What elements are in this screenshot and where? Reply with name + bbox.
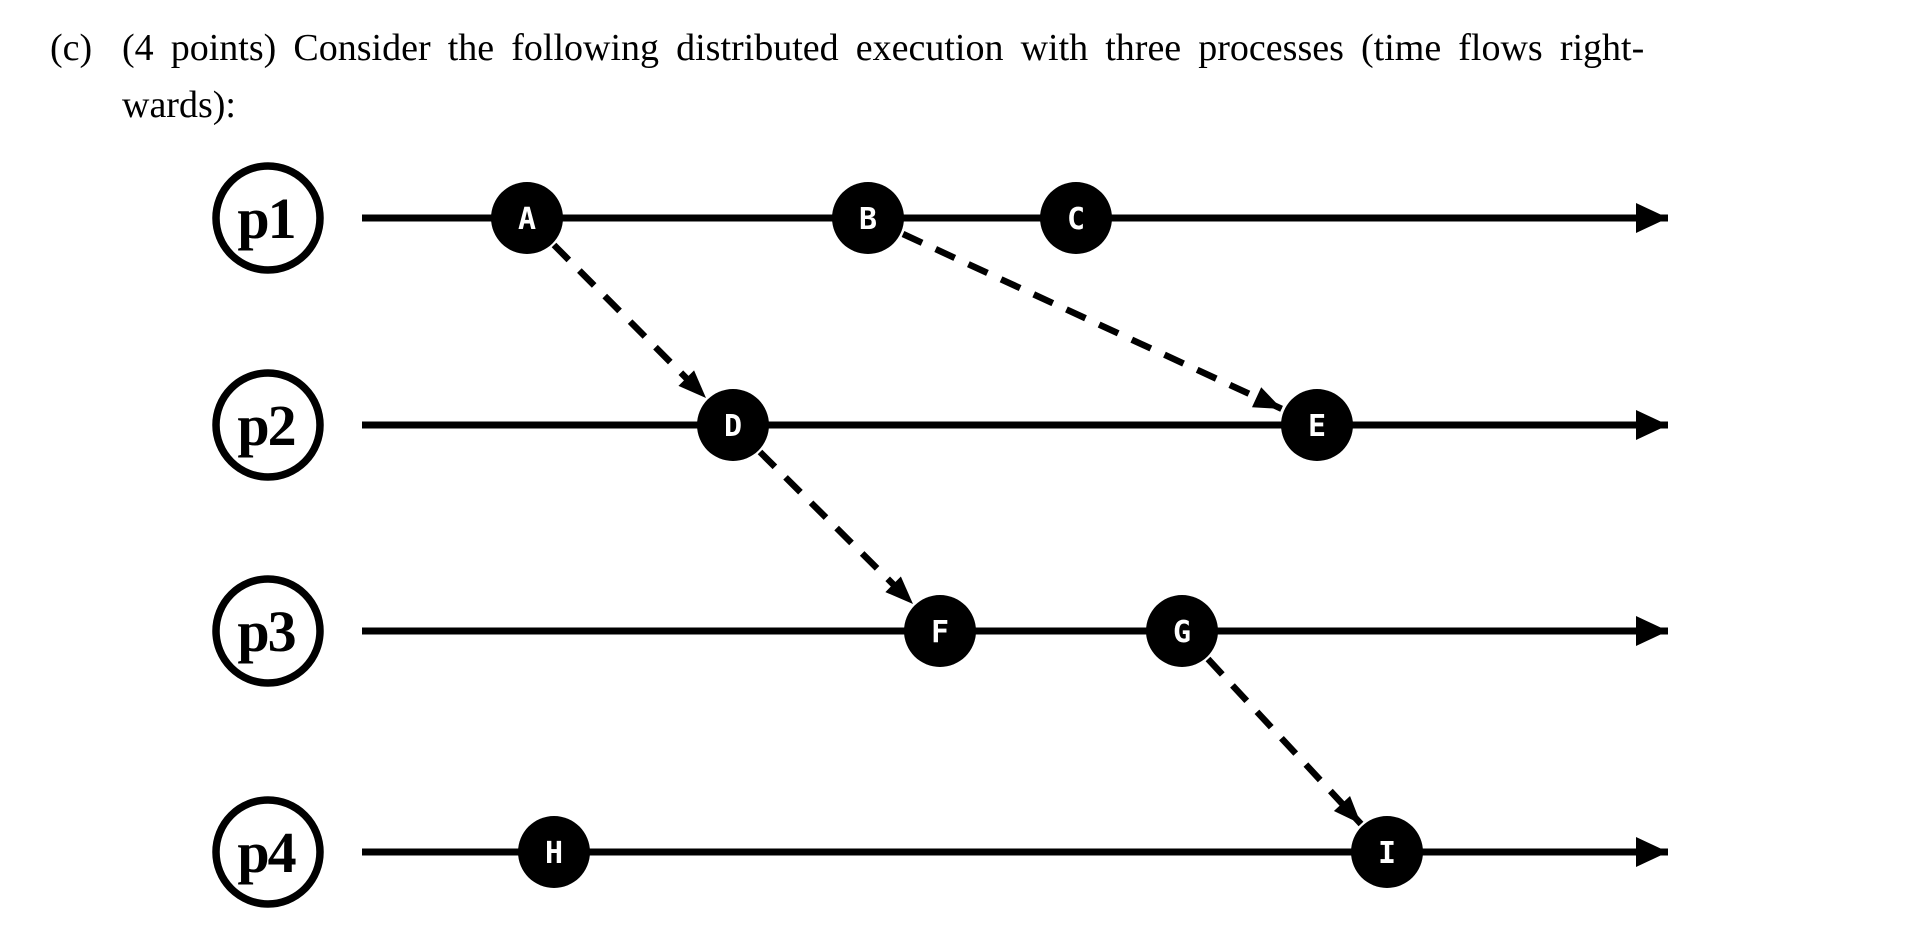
event-A: A xyxy=(491,182,563,254)
process-label-p2-circle xyxy=(212,369,324,481)
message-arrow-G-I xyxy=(1205,656,1364,827)
question-text: (c) (4 points) Consider the following di… xyxy=(50,20,1644,134)
question-line2: wards): xyxy=(122,84,236,126)
message-arrow-D-F xyxy=(757,449,916,607)
question-line1: (4 points) Consider the following distri… xyxy=(122,27,1645,69)
event-D-label: D xyxy=(724,409,742,444)
event-B: B xyxy=(832,182,904,254)
event-G: G xyxy=(1146,595,1218,667)
event-I-label: I xyxy=(1378,836,1396,871)
event-H: H xyxy=(518,816,590,888)
process-label-p2: p2 xyxy=(212,369,324,481)
process-label-p4-circle xyxy=(212,796,324,908)
process-label-p1-circle xyxy=(212,162,324,274)
process-label-p4: p4 xyxy=(212,796,324,908)
item-marker: (c) xyxy=(50,27,93,69)
process-label-p3: p3 xyxy=(212,575,324,687)
event-C-label: C xyxy=(1067,202,1085,237)
process-label-p3-circle xyxy=(212,575,324,687)
event-F-label: F xyxy=(931,615,949,650)
event-F: F xyxy=(904,595,976,667)
event-G-label: G xyxy=(1173,615,1191,650)
event-E-dot xyxy=(1281,389,1353,461)
event-A-dot xyxy=(491,182,563,254)
event-F-dot xyxy=(904,595,976,667)
message-arrow-B-E xyxy=(901,231,1284,412)
event-I: I xyxy=(1351,816,1423,888)
event-A-label: A xyxy=(518,202,536,237)
process-label-p4-text: p4 xyxy=(237,820,295,885)
process-label-p3-text: p3 xyxy=(237,599,295,664)
event-E-label: E xyxy=(1308,409,1326,444)
event-I-dot xyxy=(1351,816,1423,888)
question-body: (4 points) Consider the following distri… xyxy=(122,20,1644,134)
event-C-dot xyxy=(1040,182,1112,254)
event-D-dot xyxy=(697,389,769,461)
process-label-p2-text: p2 xyxy=(237,393,294,458)
process-label-p1-text: p1 xyxy=(237,186,294,251)
event-C: C xyxy=(1040,182,1112,254)
event-B-dot xyxy=(832,182,904,254)
event-B-label: B xyxy=(859,202,877,237)
event-D: D xyxy=(697,389,769,461)
event-G-dot xyxy=(1146,595,1218,667)
process-label-p1: p1 xyxy=(212,162,324,274)
event-H-dot xyxy=(518,816,590,888)
event-E: E xyxy=(1281,389,1353,461)
message-arrow-A-D xyxy=(551,242,709,401)
event-H-label: H xyxy=(545,836,563,871)
